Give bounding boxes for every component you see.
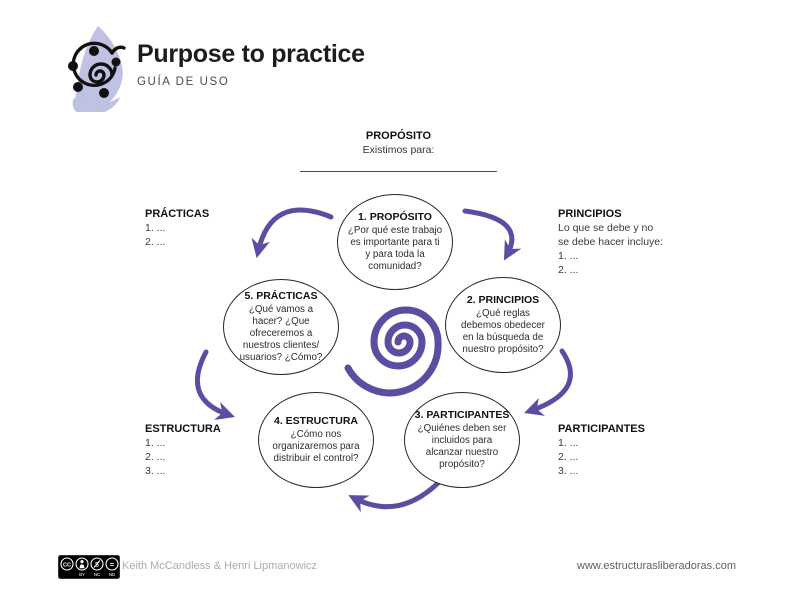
svg-text:BY: BY	[79, 572, 85, 577]
svg-text:ND: ND	[109, 572, 115, 577]
cc-by-icon	[75, 557, 89, 571]
side-label-line: 1. ...	[558, 437, 579, 449]
page-subtitle: GUÍA DE USO	[137, 76, 230, 88]
circle-title: 4. ESTRUCTURA	[273, 414, 358, 427]
arrow-3-to-4	[348, 480, 441, 513]
circle-question: ¿Qué vamos a hacer? ¿Que ofreceremos a n…	[239, 303, 323, 364]
cc-icon	[60, 557, 74, 571]
side-label-estructura: ESTRUCTURA 1. ... 2. ... 3. ...	[145, 423, 255, 479]
circle-title: 3. PARTICIPANTES	[414, 408, 510, 421]
arrow-2-to-3	[524, 348, 573, 416]
side-label-practicas: PRÁCTICAS 1. ... 2. ...	[145, 208, 255, 250]
circle-question: ¿Qué reglas debemos obedecer en la búsqu…	[461, 307, 545, 356]
circle-practicas: 5. PRÁCTICAS ¿Qué vamos a hacer? ¿Que of…	[223, 279, 339, 375]
circle-question: ¿Cómo nos organizaremos para distribuir …	[272, 428, 360, 465]
side-label-line: 3. ...	[145, 464, 166, 477]
svg-text:NC: NC	[94, 572, 100, 577]
circle-estructura: 4. ESTRUCTURA ¿Cómo nos organizaremos pa…	[258, 392, 374, 488]
purpose-fill-in-block: PROPÓSITO Existimos para:	[300, 130, 497, 156]
svg-text:$: $	[95, 562, 99, 569]
arrow-1-to-2	[462, 208, 522, 261]
side-label-heading: PARTICIPANTES	[558, 423, 645, 435]
logo-inner-spiral	[88, 62, 114, 84]
side-label-heading: PRÁCTICAS	[145, 208, 210, 220]
side-label-principios: PRINCIPIOS Lo que se debe y no se debe h…	[558, 208, 693, 278]
center-spiral	[344, 306, 442, 397]
side-label-line: 2. ...	[558, 450, 579, 463]
svg-text:=: =	[110, 560, 115, 569]
side-label-line: se debe hacer incluye:	[558, 235, 664, 248]
circle-proposito: 1. PROPÓSITO ¿Por qué este trabajo es im…	[337, 194, 453, 290]
side-label-line: 1. ...	[145, 222, 166, 234]
purpose-write-line	[300, 171, 497, 172]
cc-nc-icon	[90, 557, 104, 571]
circle-principios: 2. PRINCIPIOS ¿Qué reglas debemos obedec…	[445, 277, 561, 373]
side-label-line: 2. ...	[145, 450, 166, 463]
logo-orbit-dots	[68, 46, 121, 98]
page-title: Purpose to practice	[137, 40, 365, 68]
liberating-structures-logo	[68, 26, 126, 112]
side-label-line: 2. ...	[558, 263, 579, 276]
cc-nd-icon	[105, 557, 119, 571]
purpose-prompt: Existimos para:	[362, 144, 435, 156]
side-label-line: 3. ...	[558, 464, 579, 477]
cc-license-badge: CC $ = BY NC ND	[58, 555, 120, 579]
circle-participantes: 3. PARTICIPANTES ¿Quiénes deben ser incl…	[404, 392, 520, 488]
website-url: www.estructurasliberadoras.com	[577, 560, 736, 572]
side-label-line: 2. ...	[145, 235, 166, 248]
arrow-5-to-4	[195, 349, 235, 420]
side-label-participantes: PARTICIPANTES 1. ... 2. ... 3. ...	[558, 423, 693, 479]
logo-blob	[74, 26, 123, 112]
circle-title: 1. PROPÓSITO	[358, 210, 432, 223]
side-label-line: 1. ...	[145, 437, 166, 449]
side-label-heading: ESTRUCTURA	[145, 423, 221, 435]
side-label-heading: PRINCIPIOS	[558, 208, 622, 220]
svg-text:CC: CC	[63, 562, 71, 568]
circle-question: ¿Por qué este trabajo es importante para…	[347, 224, 443, 273]
purpose-heading: PROPÓSITO	[365, 130, 432, 142]
header: Purpose to practice GUÍA DE USO	[137, 40, 365, 88]
circle-title: 5. PRÁCTICAS	[244, 289, 318, 302]
circle-title: 2. PRINCIPIOS	[466, 293, 540, 306]
side-label-line: Lo que se debe y no	[558, 222, 654, 234]
logo-base-swoosh	[72, 97, 120, 112]
logo-orbit-tail	[110, 45, 126, 55]
circle-question: ¿Quiénes deben ser incluidos para alcanz…	[417, 422, 507, 471]
arrow-1-to-5	[251, 207, 334, 259]
side-label-line: 1. ...	[558, 249, 579, 262]
authors-credit: Keith McCandless & Henri Lipmanowicz	[122, 560, 318, 572]
